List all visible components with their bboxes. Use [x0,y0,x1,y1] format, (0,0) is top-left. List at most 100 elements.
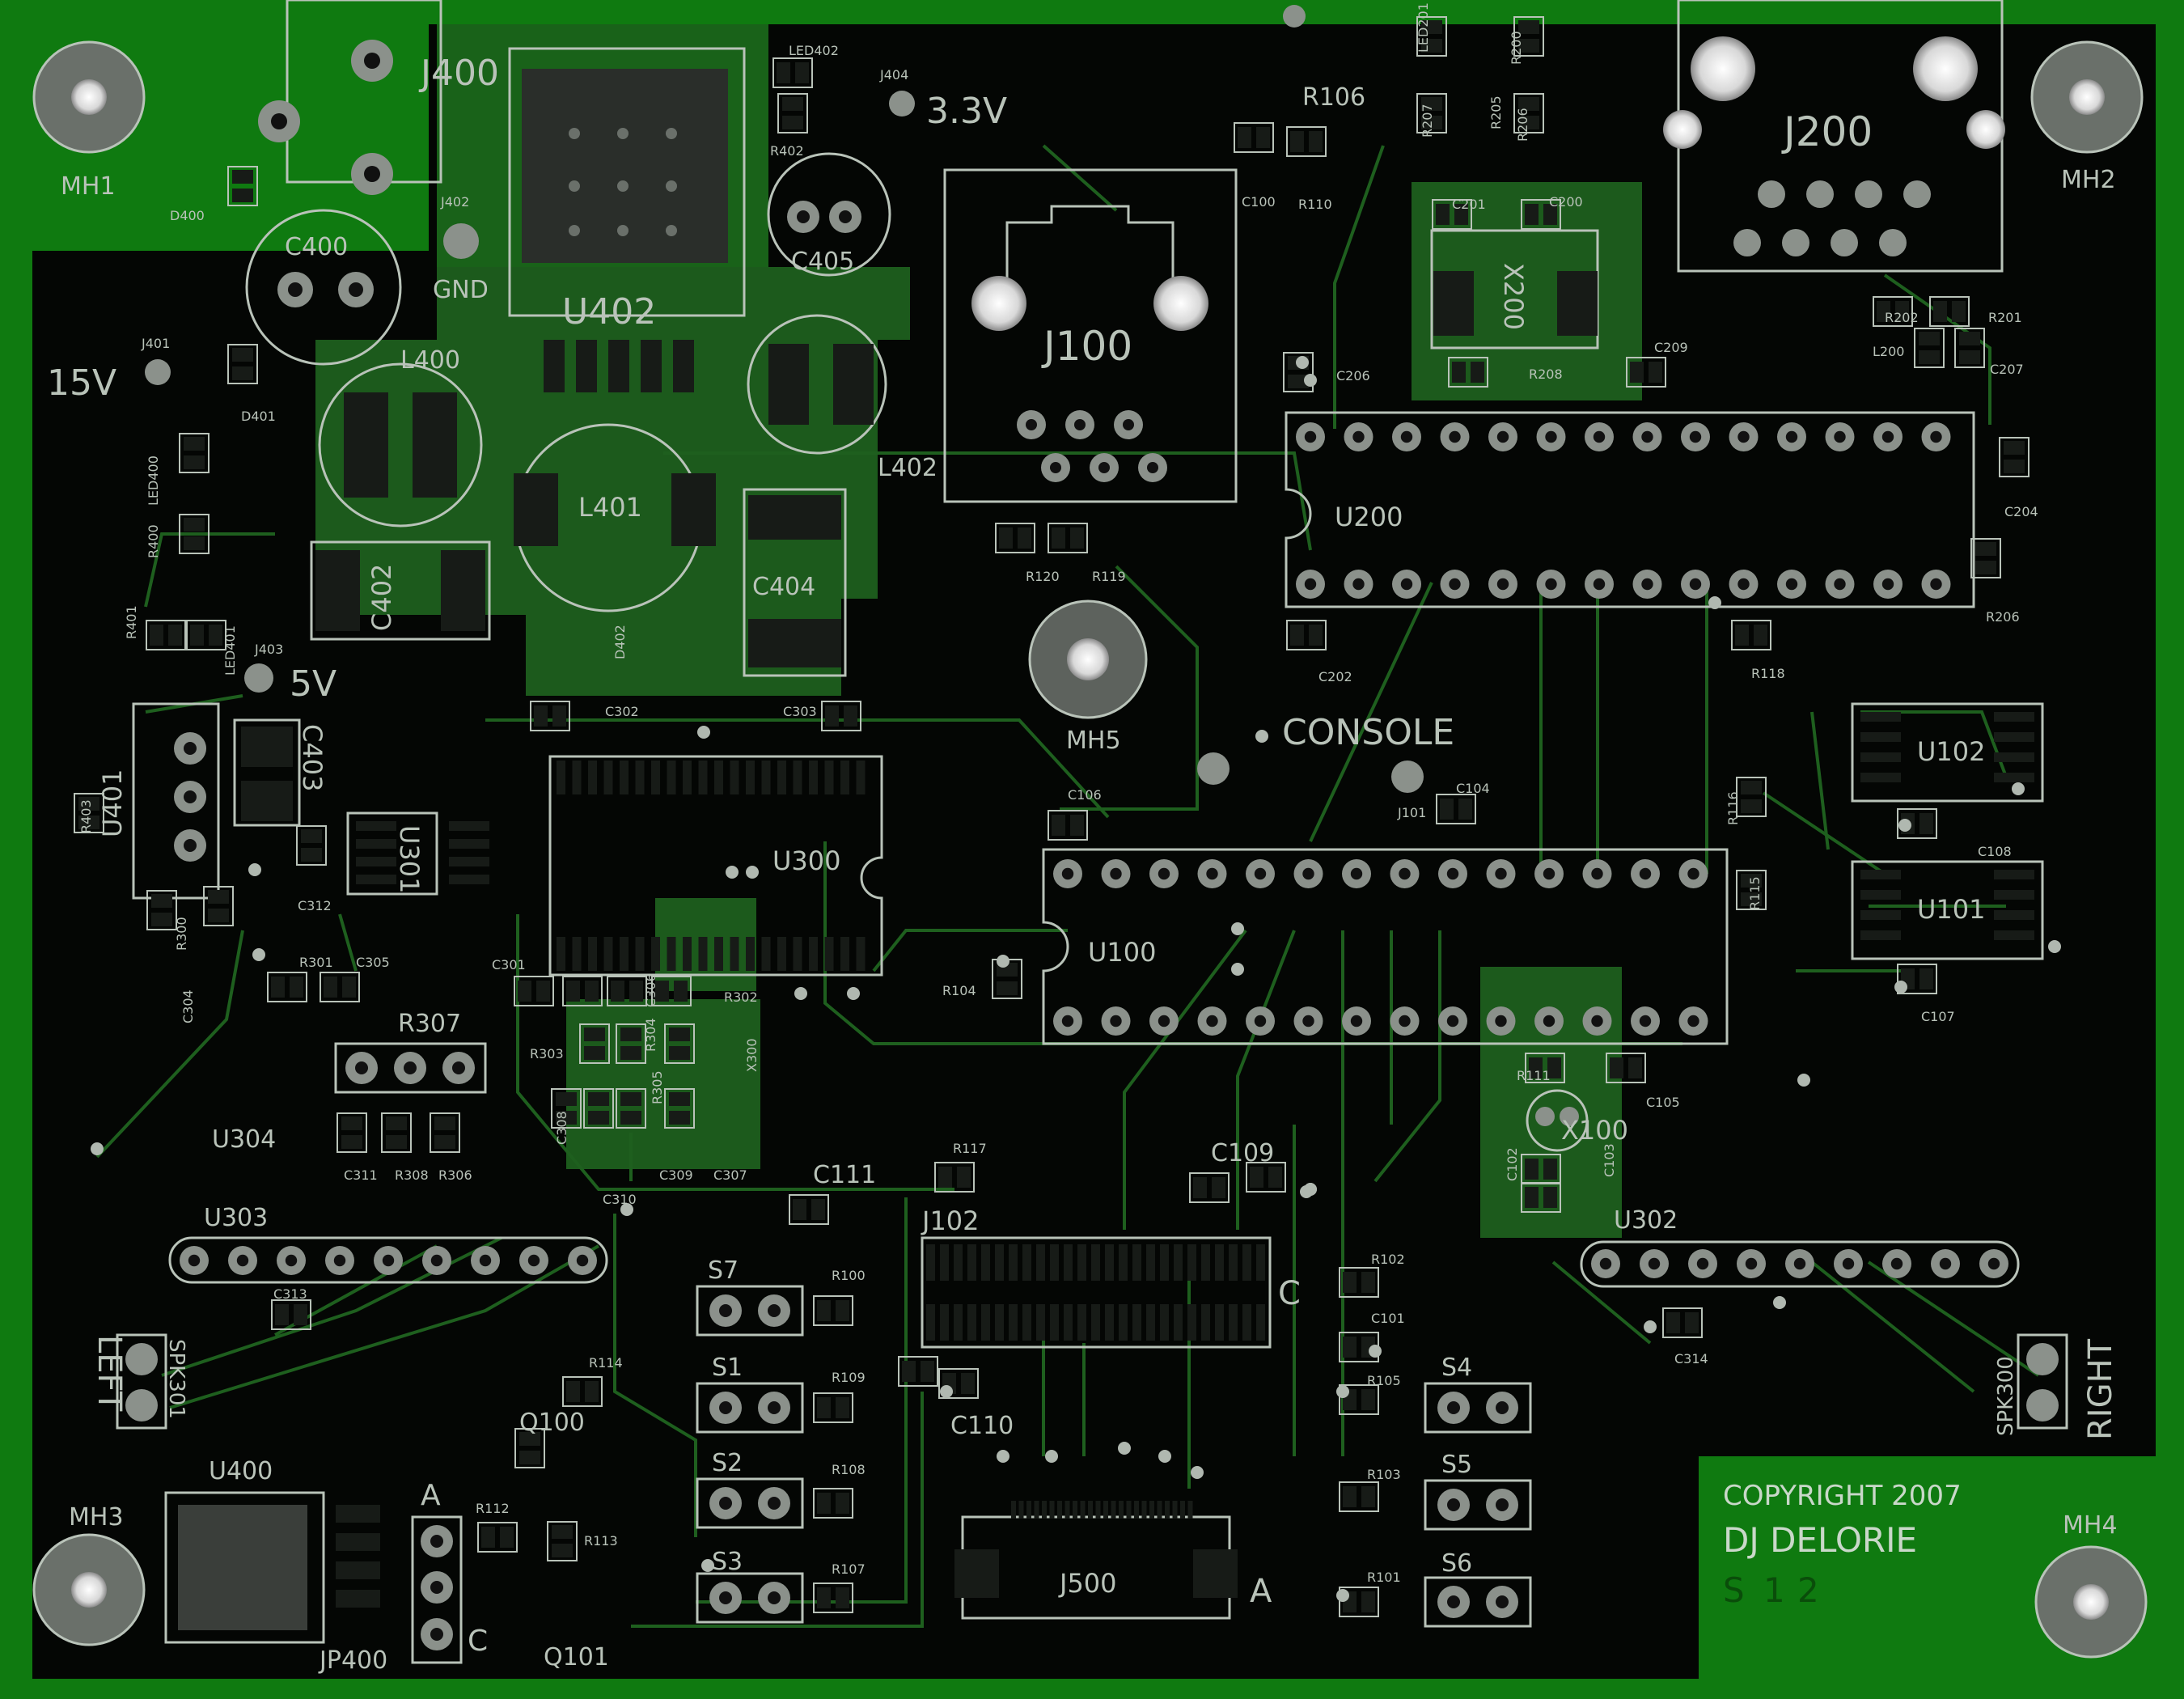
drill-hole [768,1401,781,1414]
refdes-c105: C105 [1646,1095,1680,1110]
smd-component [1234,122,1274,153]
drill-hole [1930,430,1942,443]
crystal-x100 [1526,1089,1589,1152]
label-r307: R307 [398,1010,461,1038]
label-a1: A [421,1479,441,1512]
connector-pin [995,1304,1004,1341]
connector-pin [1132,1304,1141,1341]
label-3v3: 3.3V [926,91,1007,132]
smd-component [1736,870,1767,910]
connector-pin [954,1304,963,1341]
speaker-spk301 [116,1333,167,1430]
capacitor-c404 [743,488,847,677]
smd-pin [698,761,708,794]
drill-hole [576,1254,589,1267]
refdes-j404: J404 [879,67,908,83]
label-author: DJ DELORIE [1723,1520,1917,1560]
connector-pin [1141,1501,1147,1519]
drill-hole [1834,578,1846,591]
refdes-c301: C301 [492,957,526,972]
drill-hole [1400,578,1413,591]
drill-hole [1890,1257,1903,1270]
drill-hole [768,1304,781,1317]
connector-pin [1018,1501,1024,1519]
smd-component [1416,16,1447,57]
smd-pin [714,761,723,794]
label-left: LEFT [91,1335,128,1412]
connector-pin [1187,1244,1196,1281]
smd-pin [777,761,786,794]
smd-pin [714,937,723,971]
smd-component [1731,620,1771,650]
refdes-c310: C310 [603,1192,637,1207]
label-l402: L402 [878,454,938,482]
refdes-c204: C204 [2004,504,2038,519]
smd-pin [651,761,660,794]
drill-hole [1206,867,1218,880]
smd-pin [683,761,692,794]
smd-pin [698,937,708,971]
capacitor-c402 [310,540,491,641]
connector-pin [1064,1304,1073,1341]
connector-pin [1146,1304,1155,1341]
capacitor-c403 [233,718,301,827]
smd-component [664,1088,695,1129]
refdes-r119: R119 [1092,569,1126,584]
label-j200: J200 [1781,108,1873,155]
smd-pin [840,761,849,794]
smd-component [813,1488,853,1519]
smd-component [547,1521,578,1561]
switch-outline [1424,1479,1532,1531]
smd-component [227,166,258,206]
smd-component [1929,296,1970,327]
refdes-c108: C108 [1978,844,2012,859]
chip-u101 [1851,860,2044,960]
test-points [145,5,1424,793]
connector-pin [940,1304,949,1341]
drill-hole [1639,1015,1652,1027]
refdes-r100: R100 [832,1268,866,1283]
refdes-r403: R403 [78,799,94,833]
drill-hole [1737,578,1750,591]
refdes-r103: R103 [1367,1467,1401,1482]
refdes-c303: C303 [783,704,817,719]
smd-pin [809,937,818,971]
drill-hole [1785,578,1798,591]
switch-outline [696,1572,804,1624]
smd-component [381,1112,412,1153]
label-x200: X200 [1498,263,1529,330]
drill-hole [333,1254,346,1267]
connector-pin [1157,1501,1162,1519]
smd-component [514,976,554,1006]
mounting-hole-mh3 [32,1533,146,1646]
refdes-r401: R401 [124,605,139,639]
smd-pin [572,937,582,971]
connector-pin [1165,1501,1170,1519]
header-r307 [334,1042,487,1094]
connector-pin [1201,1304,1210,1341]
label-u401: U401 [97,769,128,838]
refdes-r108: R108 [832,1462,866,1477]
smd-component [530,701,570,731]
smd-component [1521,1182,1561,1213]
refdes-c207: C207 [1990,362,2024,377]
label-q101: Q101 [544,1643,609,1671]
connector-pin [1095,1501,1101,1519]
refdes-r306: R306 [438,1167,472,1183]
connector-pin [995,1244,1004,1281]
connector-pin [1229,1304,1238,1341]
refdes-r207: R207 [1420,104,1435,138]
smd-pin [777,937,786,971]
label-spk300: SPK300 [1994,1356,2018,1436]
header-u303 [168,1236,608,1284]
smd-component [1048,810,1088,841]
label-x100: X100 [1561,1115,1628,1146]
drill-hole [1304,578,1317,591]
smd-pin [588,937,597,971]
label-copyright: COPYRIGHT 2007 [1723,1480,1962,1512]
label-u302: U302 [1614,1206,1678,1235]
refdes-r301: R301 [299,955,333,970]
label-s1: S1 [712,1354,743,1382]
switches [696,1285,1532,1628]
smd-pin [635,937,645,971]
